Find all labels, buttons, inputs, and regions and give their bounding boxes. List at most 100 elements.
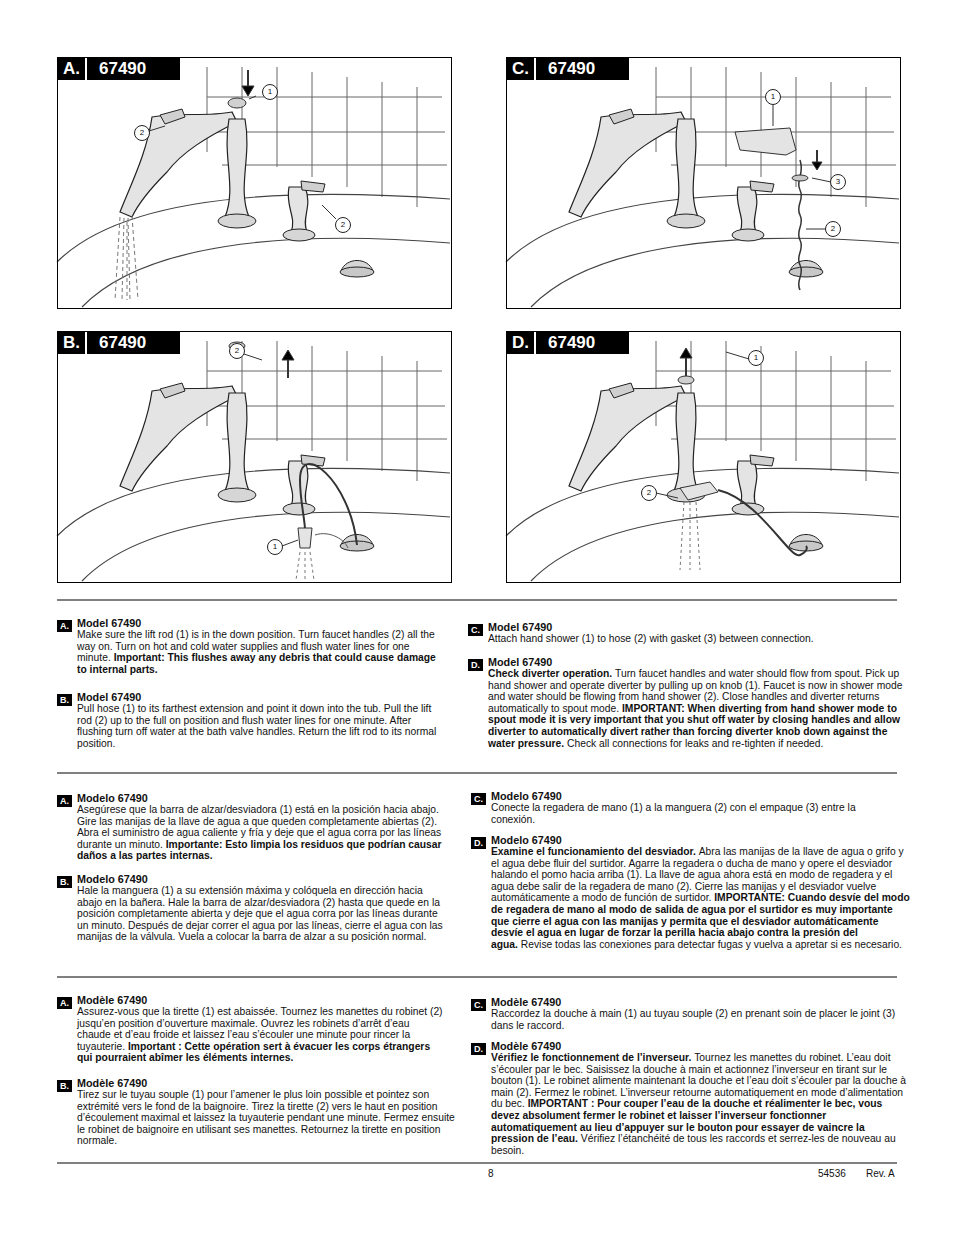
section-heading: Modelo 67490 xyxy=(491,790,886,802)
step-letter: C. xyxy=(471,625,480,635)
step-badge: B. xyxy=(57,1080,72,1092)
callout-number: 2 xyxy=(825,221,841,237)
step-letter: C. xyxy=(507,58,534,80)
panel-a-details xyxy=(115,70,336,300)
faucet-scene xyxy=(506,67,899,307)
instruction-sentence: Revise todas las conexiones para detecta… xyxy=(521,939,902,950)
step-letter: C. xyxy=(474,1000,483,1010)
section-heading: Model 67490 xyxy=(77,617,445,629)
illustration-panel: D.67490 xyxy=(506,331,901,583)
step-badge: C. xyxy=(468,624,483,636)
callout-number: 1 xyxy=(748,350,764,366)
instruction-text: Make sure the lift rod (1) is in the dow… xyxy=(77,629,445,675)
instruction-block: Modelo 67490Conecte la regadera de mano … xyxy=(491,790,886,825)
instruction-text: Check diverter operation.Turn faucet han… xyxy=(488,668,908,749)
callout-number: 1 xyxy=(262,84,278,100)
instruction-text: Conecte la regadera de mano (1) a la man… xyxy=(491,802,886,825)
callout-number: 3 xyxy=(830,174,846,190)
section-heading: Modelo 67490 xyxy=(77,873,449,885)
section-heading: Model 67490 xyxy=(77,691,445,703)
panel-c-details xyxy=(735,104,831,290)
instruction-block: Modelo 67490Hale la manguera (1) a su ex… xyxy=(77,873,449,943)
panel-b-details xyxy=(229,342,357,580)
step-letter: B. xyxy=(60,1081,69,1091)
instruction-sentence: Conecte la regadera de mano (1) a la man… xyxy=(491,802,856,825)
step-badge: A. xyxy=(57,997,72,1009)
instruction-block: Modelo 67490Examine el funcionamiento de… xyxy=(491,834,911,950)
model-number: 67490 xyxy=(87,332,180,354)
step-letter: A. xyxy=(60,998,69,1008)
instruction-sentence: Raccordez la douche à main (1) au tuyau … xyxy=(491,1008,895,1031)
model-number: 67490 xyxy=(87,58,180,80)
step-letter: D. xyxy=(474,1044,483,1054)
model-number: 67490 xyxy=(536,332,629,354)
faucet-scene xyxy=(57,67,450,307)
document-number: 54536 xyxy=(818,1168,846,1180)
step-letter: B. xyxy=(60,695,69,705)
instruction-text: Pull hose (1) to its farthest extension … xyxy=(77,703,445,749)
step-letter: A. xyxy=(60,621,69,631)
section-heading: Model 67490 xyxy=(488,621,903,633)
instruction-text: Examine el funcionamiento del desviador.… xyxy=(491,846,911,950)
illustration-panel: B.67490 xyxy=(57,331,452,583)
step-letter: A. xyxy=(60,796,69,806)
section-heading: Modèle 67490 xyxy=(491,996,901,1008)
important-note: Important: This flushes away any debris … xyxy=(77,652,436,675)
instruction-text: Asegúrese que la barra de alzar/desviado… xyxy=(77,804,447,862)
instruction-text: Hale la manguera (1) a su extensión máxi… xyxy=(77,885,449,943)
step-badge: D. xyxy=(468,659,483,671)
instruction-block: Modelo 67490Asegúrese que la barra de al… xyxy=(77,792,447,862)
faucet-scene xyxy=(506,341,899,581)
page-number: 8 xyxy=(488,1168,494,1180)
instruction-sentence: Pull hose (1) to its farthest extension … xyxy=(77,703,436,749)
important-note: Important : Cette opération sert à évacu… xyxy=(77,1041,430,1064)
instruction-block: Model 67490Make sure the lift rod (1) is… xyxy=(77,617,445,675)
step-letter: A. xyxy=(58,58,85,80)
instruction-sentence: Tirez sur le tuyau souple (1) pour l’ame… xyxy=(77,1089,455,1146)
instruction-block: Modèle 67490Vérifiez le fonctionnement d… xyxy=(491,1040,907,1156)
callout-number: 2 xyxy=(134,125,150,141)
callout-number: 2 xyxy=(335,217,351,233)
step-badge: B. xyxy=(57,876,72,888)
section-heading: Modelo 67490 xyxy=(77,792,447,804)
instruction-block: Model 67490Attach hand shower (1) to hos… xyxy=(488,621,903,645)
step-letter: B. xyxy=(58,332,85,354)
faucet-scene xyxy=(57,341,450,581)
section-heading: Modèle 67490 xyxy=(77,1077,462,1089)
instruction-text: Vérifiez le fonctionnement de l’inverseu… xyxy=(491,1052,907,1156)
model-number: 67490 xyxy=(536,58,629,80)
instruction-sentence: Check all connections for leaks and re-t… xyxy=(567,738,823,749)
instruction-block: Model 67490Pull hose (1) to its farthest… xyxy=(77,691,445,749)
callout-number: 1 xyxy=(267,539,283,555)
callout-number: 2 xyxy=(641,485,657,501)
panel-d-details xyxy=(656,348,807,570)
instruction-block: Modèle 67490Assurez-vous que la tirette … xyxy=(77,994,445,1064)
section-heading: Modèle 67490 xyxy=(77,994,445,1006)
step-letter: C. xyxy=(474,794,483,804)
instruction-sentence: Hale la manguera (1) a su extensión máxi… xyxy=(77,885,443,942)
callout-number: 1 xyxy=(765,89,781,105)
step-badge: A. xyxy=(57,620,72,632)
instruction-text: Attach hand shower (1) to hose (2) with … xyxy=(488,633,903,645)
illustration-panel: A.67490 xyxy=(57,57,452,309)
instruction-block: Modèle 67490Tirez sur le tuyau souple (1… xyxy=(77,1077,462,1147)
callout-number: 2 xyxy=(229,343,245,359)
instruction-text: Tirez sur le tuyau souple (1) pour l’ame… xyxy=(77,1089,462,1147)
instruction-block: Model 67490Check diverter operation.Turn… xyxy=(488,656,908,749)
step-letter: D. xyxy=(507,332,534,354)
revision: Rev. A xyxy=(866,1168,895,1180)
step-badge: C. xyxy=(471,999,486,1011)
step-letter: B. xyxy=(60,877,69,887)
instruction-text: Raccordez la douche à main (1) au tuyau … xyxy=(491,1008,901,1031)
section-heading: Modelo 67490 xyxy=(491,834,911,846)
important-note: Examine el funcionamiento del desviador. xyxy=(491,846,696,857)
step-badge: D. xyxy=(471,1043,486,1055)
step-badge: B. xyxy=(57,694,72,706)
instruction-block: Modèle 67490Raccordez la douche à main (… xyxy=(491,996,901,1031)
step-letter: D. xyxy=(471,660,480,670)
step-badge: D. xyxy=(471,837,486,849)
section-heading: Modèle 67490 xyxy=(491,1040,907,1052)
step-letter: D. xyxy=(474,838,483,848)
important-note: Vérifiez le fonctionnement de l’inverseu… xyxy=(491,1052,691,1063)
important-note: Check diverter operation. xyxy=(488,668,612,679)
